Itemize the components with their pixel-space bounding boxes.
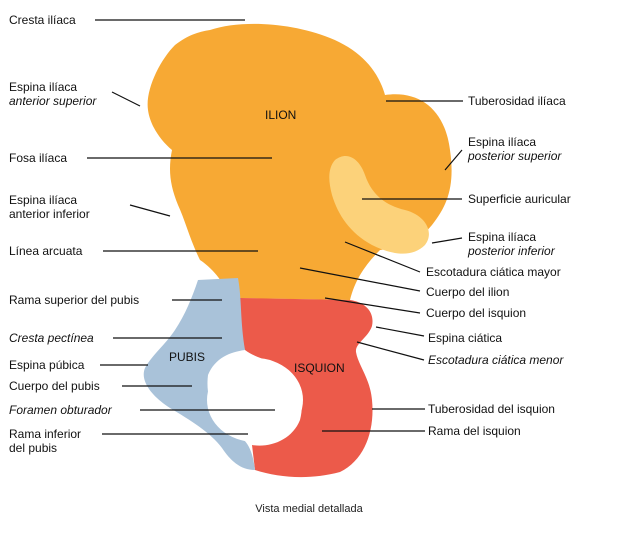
label-espina-post-inf-line1: Espina ilíaca [468, 230, 537, 244]
leader-escotadura-mayor [344, 241, 421, 273]
label-espina-post-sup-line1: Espina ilíaca [468, 135, 537, 149]
label-rama-inf-pubis: Rama inferior del pubis [9, 427, 81, 455]
label-cuerpo-pubis: Cuerpo del pubis [9, 379, 100, 393]
label-tuberosidad-isquion: Tuberosidad del isquion [428, 402, 555, 416]
label-espina-ant-sup-line2: anterior superior [9, 94, 97, 108]
leader-espina-ant-inf [129, 204, 171, 217]
leader-cuerpo-isquion [324, 297, 421, 314]
region-pubis-label: PUBIS [169, 350, 206, 364]
label-rama-inf-pubis-line1: Rama inferior [9, 427, 82, 441]
auricular-surface [329, 155, 429, 254]
label-rama-sup-pubis: Rama superior del pubis [9, 293, 140, 307]
label-espina-ant-sup-line1: Espina ilíaca [9, 80, 78, 94]
label-rama-isquion: Rama del isquion [428, 424, 521, 438]
ischium-shape [237, 298, 373, 478]
label-espina-post-sup: Espina ilíaca posterior superior [468, 135, 561, 163]
label-escotadura-mayor: Escotadura ciática mayor [426, 265, 561, 279]
label-superficie-auricular: Superficie auricular [468, 192, 571, 206]
label-espina-pubica: Espina púbica [9, 358, 85, 372]
label-linea-arcuata: Línea arcuata [9, 244, 83, 258]
leader-lines [87, 19, 463, 435]
figure-caption: Vista medial detallada [255, 503, 363, 515]
label-cuerpo-ilion: Cuerpo del ilion [426, 285, 510, 299]
leader-espina-ciatica [375, 326, 425, 337]
label-espina-post-inf-line2: posterior inferior [468, 244, 555, 258]
region-isquion-label: ISQUION [294, 361, 345, 375]
label-rama-inf-pubis-line2: del pubis [9, 441, 58, 455]
label-espina-post-sup-line2: posterior superior [468, 149, 562, 163]
label-cresta-pectinea: Cresta pectínea [9, 331, 94, 345]
leader-cuerpo-ilion [299, 267, 421, 292]
leader-espina-post-inf [431, 237, 463, 244]
label-espina-ant-sup: Espina ilíaca anterior superior [9, 80, 96, 108]
label-foramen-obturador: Foramen obturador [9, 403, 112, 417]
label-cuerpo-isquion: Cuerpo del isquion [426, 306, 527, 320]
leader-espina-post-sup [444, 149, 463, 171]
label-espina-ant-inf-line1: Espina ilíaca [9, 193, 78, 207]
label-espina-post-inf: Espina ilíaca posterior inferior [468, 230, 555, 258]
pubis-shape [143, 278, 255, 470]
region-ilion-label: ILION [265, 108, 297, 122]
ilium-shape [147, 23, 452, 300]
leader-espina-ant-sup [111, 91, 141, 107]
label-espina-ciatica: Espina ciática [428, 331, 503, 345]
obturator-foramen [207, 358, 303, 442]
label-escotadura-menor: Escotadura ciática menor [428, 353, 564, 367]
label-tuberosidad-iliaca: Tuberosidad ilíaca [468, 94, 566, 108]
label-cresta-iliaca: Cresta ilíaca [9, 13, 76, 27]
label-fosa-iliaca: Fosa ilíaca [9, 151, 68, 165]
label-espina-ant-inf: Espina ilíaca anterior inferior [9, 193, 90, 221]
leader-escotadura-menor [356, 341, 425, 361]
label-espina-ant-inf-line2: anterior inferior [9, 207, 90, 221]
